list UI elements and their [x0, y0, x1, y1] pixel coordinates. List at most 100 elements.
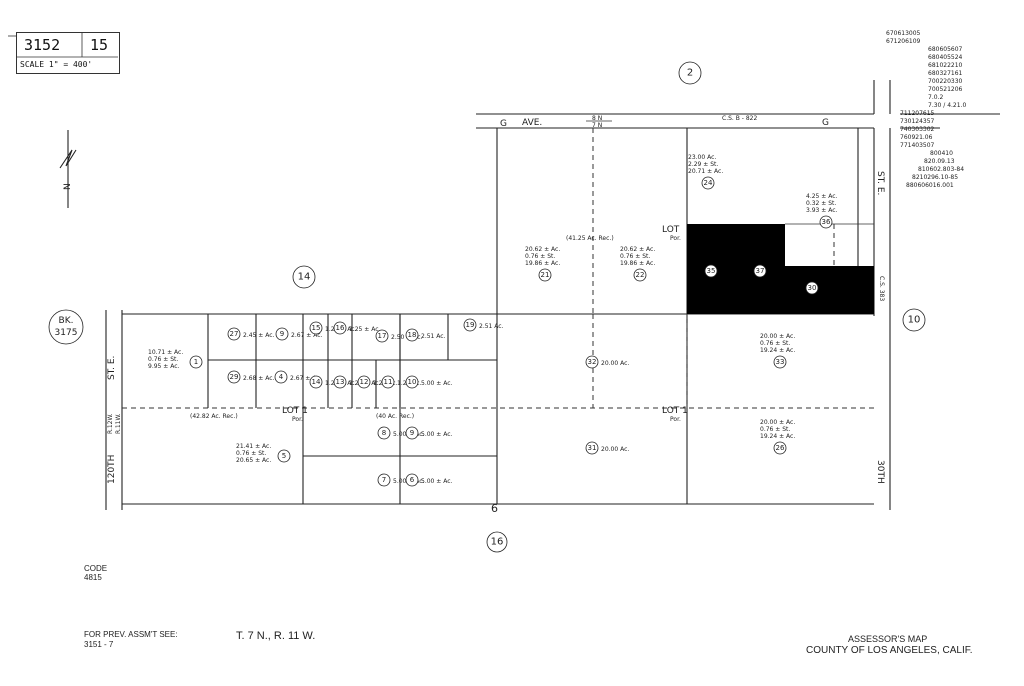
lot-left: LOT 1: [282, 406, 308, 416]
county-name: COUNTY OF LOS ANGELES, CALIF.: [806, 645, 973, 656]
revision-code: 8210296.10-85: [912, 174, 958, 181]
r12w-label: R.12W.: [107, 413, 114, 434]
parcel-area: 19.24 ± Ac.: [760, 347, 795, 354]
revision-code: 7.0.2: [928, 94, 943, 101]
lot-top-por: Por.: [670, 235, 681, 242]
parcel-area: 1.25 ± Ac.: [349, 326, 380, 333]
street-30th: 30TH: [875, 460, 885, 484]
parcel-area: 0.76 ± St.: [620, 253, 650, 260]
parcel-number: 37: [756, 267, 765, 275]
parcel-area: 4.25 ± Ac.: [806, 193, 837, 200]
adjoining-map-10: 10: [902, 308, 926, 332]
parcel-area: 2.29 ± St.: [688, 161, 718, 168]
street-120th: 120TH: [107, 455, 117, 484]
revision-code: 680327161: [928, 70, 963, 77]
parcel-number: 26: [776, 444, 785, 452]
parcel-area: 3.93 ± Ac.: [806, 207, 837, 214]
parcel-number: 1: [194, 358, 198, 366]
cs-top: C.S. B - 822: [722, 115, 757, 122]
revision-code: 800410: [930, 150, 953, 157]
parcel-35: 35: [704, 264, 718, 278]
parcel-area: 0.76 ± St.: [525, 253, 555, 260]
st-e-left: ST. E.: [107, 356, 117, 380]
parcel-number: 31: [588, 444, 597, 452]
revision-code: 820.09.13: [924, 158, 955, 165]
parcel-area: 20.62 ± Ac.: [620, 246, 655, 253]
adjoining-book-3175: BK. 3175: [48, 309, 84, 345]
parcel-area: 5.00 ± Ac.: [421, 478, 452, 485]
revision-code: 670613005: [886, 30, 921, 37]
revision-code: 740303302: [900, 126, 935, 133]
svg-text:10: 10: [908, 315, 921, 326]
parcel-number: 8: [382, 429, 386, 437]
map-page-number: 15: [90, 36, 109, 54]
parcel-area: 2.67 ± Ac.: [290, 375, 321, 382]
parcel-number: 5: [282, 452, 286, 460]
r11w-label: R.11W.: [115, 413, 122, 434]
revision-code: 810602.803-84: [918, 166, 964, 173]
parcel-area: 21.41 ± Ac.: [236, 443, 271, 450]
parcel-35-fill: [687, 224, 785, 314]
parcel-number: 35: [707, 267, 716, 275]
prev-assessment-value: 3151 - 7: [84, 640, 114, 649]
revision-code: 671206109: [886, 38, 921, 45]
revision-codes: 6706130056712061096806056076804055246810…: [886, 30, 966, 189]
north-label: N: [63, 183, 73, 190]
parcel-area: 2.68 ± Ac.: [243, 375, 274, 382]
parcel-number: 19: [466, 321, 475, 329]
lot-top: LOT: [662, 225, 680, 235]
parcel-area: 23.00 Ac.: [688, 154, 716, 161]
svg-text:14: 14: [298, 272, 311, 283]
parcel-area: 20.65 ± Ac.: [236, 457, 271, 464]
revision-code: 680405524: [928, 54, 963, 61]
adjoining-map-16: 16: [486, 531, 508, 553]
parcel-number: 18: [408, 331, 417, 339]
parcel-number: 24: [704, 179, 713, 187]
svg-text:BK.: BK.: [59, 316, 74, 326]
rec-40: (40 Ac. Rec.): [376, 413, 414, 420]
svg-text:16: 16: [491, 537, 504, 548]
seven-n: 7 N: [592, 122, 602, 129]
parcel-area: 10.71 ± Ac.: [148, 349, 183, 356]
parcel-number: 11: [384, 378, 393, 386]
revision-code: 711207615: [900, 110, 935, 117]
parcel-number: 17: [378, 332, 387, 340]
parcel-area: 20.71 ± Ac.: [688, 168, 723, 175]
lot-mid-por: Por.: [670, 416, 681, 423]
parcel-area: 2.45 ± Ac.: [243, 332, 274, 339]
parcel-area: 5.00 ± Ac.: [421, 431, 452, 438]
parcel-number: 12: [360, 378, 369, 386]
parcel-number: 10: [408, 378, 417, 386]
parcel-number: 21: [541, 271, 550, 279]
map-number-box: [16, 32, 120, 74]
parcel-number: 33: [776, 358, 785, 366]
parcel-number: 14: [312, 378, 321, 386]
revision-code: 771403507: [900, 142, 935, 149]
revision-code: 730124357: [900, 118, 935, 125]
parcel-number: 9: [280, 330, 284, 338]
parcel-area: 2.67 ± Ac.: [291, 332, 322, 339]
parcel-1: 110.71 ± Ac.0.76 ± St.9.95 ± Ac.: [148, 349, 203, 370]
g-ave-word: AVE.: [522, 118, 542, 128]
parcel-number: 29: [230, 373, 239, 381]
parcel-area: 19.24 ± Ac.: [760, 433, 795, 440]
parcel-21: 2120.62 ± Ac.0.76 ± St.19.86 ± Ac.: [525, 246, 560, 282]
st-e-right: ST. E.: [875, 171, 885, 195]
revision-code: 700220330: [928, 78, 963, 85]
lot-left-por: Por.: [292, 416, 303, 423]
parcel-30: 30: [805, 281, 819, 295]
eight-n: 8 N: [592, 115, 602, 122]
north-arrow: N: [59, 130, 77, 208]
adjoining-map-2: 2: [678, 61, 702, 85]
rec-4125: (41.25 Ac. Rec.): [566, 235, 614, 242]
parcel-area: 19.86 ± Ac.: [620, 260, 655, 267]
